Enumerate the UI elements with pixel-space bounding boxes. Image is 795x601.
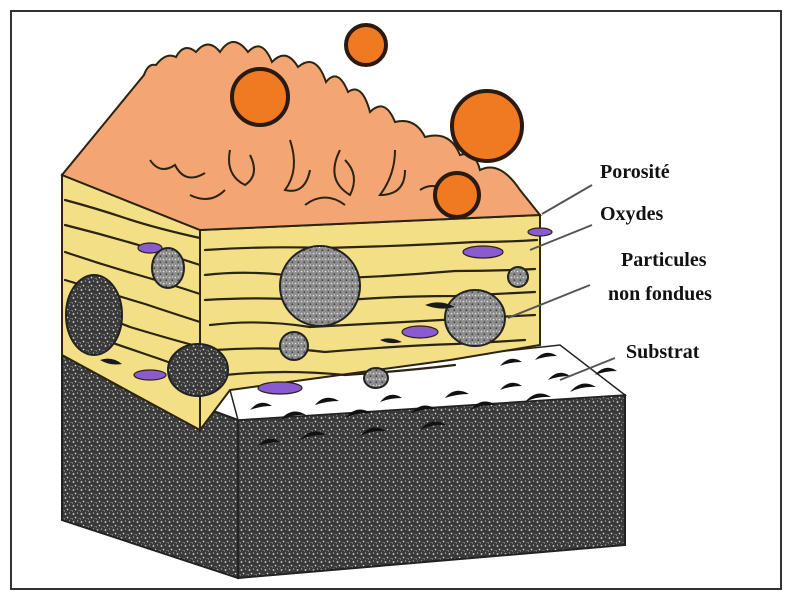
label-substrate: Substrat <box>626 340 699 364</box>
label-unmelted-particles-line2: non fondues <box>608 282 712 306</box>
label-oxides: Oxydes <box>600 202 663 226</box>
label-porosity: Porosité <box>600 160 670 184</box>
label-unmelted-particles-line1: Particules <box>621 248 707 272</box>
